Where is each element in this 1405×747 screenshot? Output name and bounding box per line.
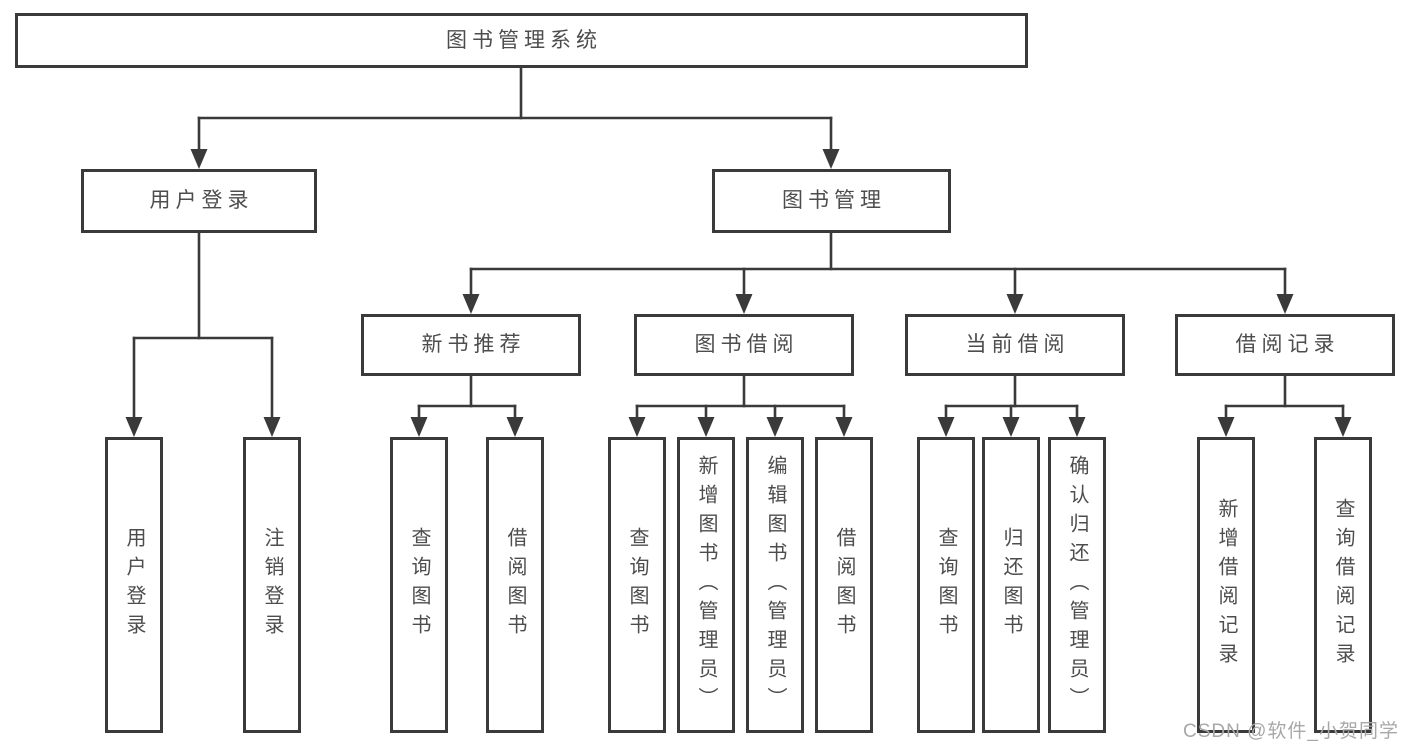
node-label-add-borrow-record: 新增借阅记录 [1215,498,1237,672]
node-confirm-return-admin: 确认归还（管理员） [1048,437,1106,733]
node-label-borrow-books-leaf: 借阅图书 [833,527,855,643]
node-label-query-books-recommend: 查询图书 [408,527,430,643]
arrowhead-icon [822,149,840,169]
node-label-confirm-return-admin: 确认归还（管理员） [1066,454,1088,716]
arrowhead-icon [835,417,853,437]
arrowhead-icon [410,417,428,437]
node-label-query-books-borrowing: 查询图书 [626,527,648,643]
node-add-borrow-record: 新增借阅记录 [1197,437,1255,733]
node-edit-books-admin: 编辑图书（管理员） [746,437,804,733]
node-label-new-book-recommend: 新书推荐 [421,333,526,357]
arrowhead-icon [1002,417,1020,437]
arrowhead-icon [937,417,955,437]
node-borrow-books-leaf: 借阅图书 [815,437,873,733]
node-borrow-books-recommend: 借阅图书 [486,437,544,733]
arrowhead-icon [1276,294,1294,314]
node-label-return-books: 归还图书 [1000,527,1022,643]
node-add-books-admin: 新增图书（管理员） [677,437,735,733]
arrowhead-icon [735,294,753,314]
node-label-current-borrowing: 当前借阅 [965,333,1070,357]
node-label-edit-books-admin: 编辑图书（管理员） [764,454,786,716]
node-label-book-management-module: 图书管理 [782,189,886,213]
node-user-login-leaf: 用户登录 [105,437,163,733]
node-book-management-module: 图书管理 [712,169,951,233]
node-current-borrowing: 当前借阅 [905,314,1125,376]
arrowhead-icon [1006,294,1024,314]
node-label-query-books-current: 查询图书 [935,527,957,643]
node-label-add-books-admin: 新增图书（管理员） [695,454,717,716]
arrowhead-icon [628,417,646,437]
node-return-books: 归还图书 [982,437,1040,733]
node-query-borrow-record: 查询借阅记录 [1314,437,1372,733]
node-book-borrowing: 图书借阅 [634,314,854,376]
node-label-user-login-module: 用户登录 [149,189,254,213]
node-new-book-recommend: 新书推荐 [361,314,581,376]
node-query-books-current: 查询图书 [917,437,975,733]
watermark-text: CSDN @软件_小贺同学 [1183,721,1399,742]
node-logout-leaf: 注销登录 [243,437,301,733]
node-query-books-recommend: 查询图书 [390,437,448,733]
node-label-logout-leaf: 注销登录 [261,527,283,643]
node-label-user-login-leaf: 用户登录 [123,527,145,643]
node-user-login-module: 用户登录 [81,169,317,233]
arrowhead-icon [697,417,715,437]
node-label-query-borrow-record: 查询借阅记录 [1332,498,1354,672]
arrowhead-icon [506,417,524,437]
node-root: 图书管理系统 [15,13,1028,68]
node-label-borrowing-records: 借阅记录 [1235,333,1340,357]
arrowhead-icon [462,294,480,314]
node-label-book-borrowing: 图书借阅 [694,333,799,357]
arrowhead-icon [1334,417,1352,437]
arrowhead-icon [190,149,208,169]
arrowhead-icon [766,417,784,437]
arrowhead-icon [1068,417,1086,437]
arrowhead-icon [125,417,143,437]
arrowhead-icon [263,417,281,437]
node-label-root: 图书管理系统 [446,28,602,52]
node-label-borrow-books-recommend: 借阅图书 [504,527,526,643]
node-query-books-borrowing: 查询图书 [608,437,666,733]
node-borrowing-records: 借阅记录 [1175,314,1395,376]
arrowhead-icon [1217,417,1235,437]
